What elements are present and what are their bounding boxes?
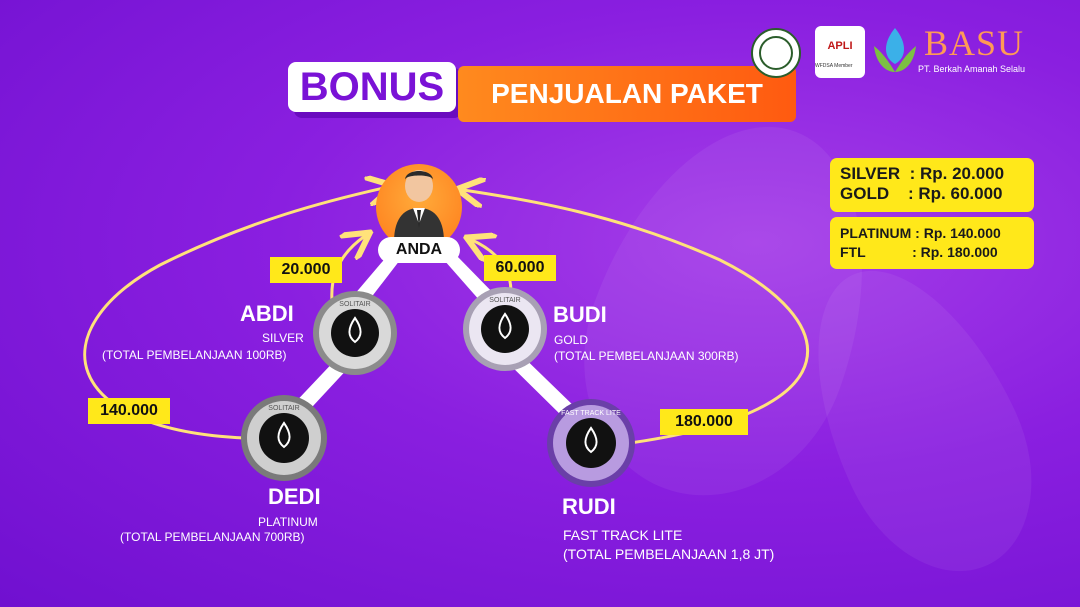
title-bonus: BONUS [288, 62, 456, 112]
member-name-dedi: DEDI [268, 484, 321, 509]
member-name-rudi: RUDI [562, 494, 616, 519]
platinum-medal-icon: SOLITAIR [241, 395, 327, 481]
bonus-value-dedi: 140.000 [88, 398, 170, 424]
price-value: : Rp. 20.000 [909, 164, 1005, 183]
price-row-gold: GOLD : Rp. 60.000 [840, 184, 1024, 204]
price-row-platinum: PLATINUM : Rp. 140.000 [840, 224, 1024, 243]
apli-logo-subtext: WFDSA Member [815, 63, 853, 69]
medal-text: SOLITAIR [489, 297, 520, 304]
member-total-budi: (TOTAL PEMBELANJAAN 300RB) [554, 349, 739, 363]
bonus-value-rudi: 180.000 [660, 409, 748, 435]
member-package-rudi: FAST TRACK LITE [563, 527, 683, 543]
member-package-abdi: SILVER [262, 331, 304, 345]
price-package: GOLD [840, 184, 908, 203]
price-package: FTL [840, 244, 909, 260]
member-name-budi: BUDI [553, 302, 607, 327]
title-penjualan-paket: PENJUALAN PAKET [458, 66, 796, 122]
member-total-rudi: (TOTAL PEMBELANJAAN 1,8 JT) [563, 546, 775, 562]
price-value: : Rp. 60.000 [908, 184, 1003, 203]
member-total-dedi: (TOTAL PEMBELANJAAN 700RB) [120, 530, 305, 544]
member-total-abdi: (TOTAL PEMBELANJAAN 100RB) [102, 348, 287, 362]
anda-label: ANDA [378, 237, 460, 263]
brand-name: BASU [924, 23, 1025, 63]
person-icon [394, 170, 444, 242]
price-package: PLATINUM [840, 225, 912, 241]
apli-logo-text: APLI [827, 40, 853, 52]
loop-rudi-to-anda [463, 190, 810, 445]
apli-logo: APLI WFDSA Member [815, 26, 865, 78]
price-value: : Rp. 180.000 [908, 244, 998, 260]
price-row-ftl: FTL : Rp. 180.000 [840, 243, 1024, 262]
bonus-value-budi: 60.000 [484, 255, 556, 281]
price-box-silver-gold: SILVER : Rp. 20.000 GOLD : Rp. 60.000 [830, 158, 1034, 212]
halal-seal-logo [751, 28, 801, 78]
medal-text: SOLITAIR [268, 405, 299, 412]
basu-lotus-icon [874, 28, 916, 72]
price-value: : Rp. 140.000 [911, 225, 1001, 241]
member-name-abdi: ABDI [240, 301, 294, 326]
member-package-budi: GOLD [554, 333, 589, 347]
price-package: SILVER [840, 164, 910, 183]
gold-medal-icon: SOLITAIR [463, 287, 547, 371]
fast-track-lite-medal-icon: FAST TRACK LITE [547, 399, 635, 487]
member-package-dedi: PLATINUM [258, 515, 318, 529]
medal-text: SOLITAIR [339, 301, 370, 308]
brand-tagline: PT. Berkah Amanah Selalu [918, 64, 1026, 74]
price-box-platinum-ftl: PLATINUM : Rp. 140.000 FTL : Rp. 180.000 [830, 217, 1034, 269]
medal-text: FAST TRACK LITE [561, 410, 621, 417]
silver-medal-icon: SOLITAIR [313, 291, 397, 375]
price-row-silver: SILVER : Rp. 20.000 [840, 164, 1024, 184]
bonus-value-abdi: 20.000 [270, 257, 342, 283]
